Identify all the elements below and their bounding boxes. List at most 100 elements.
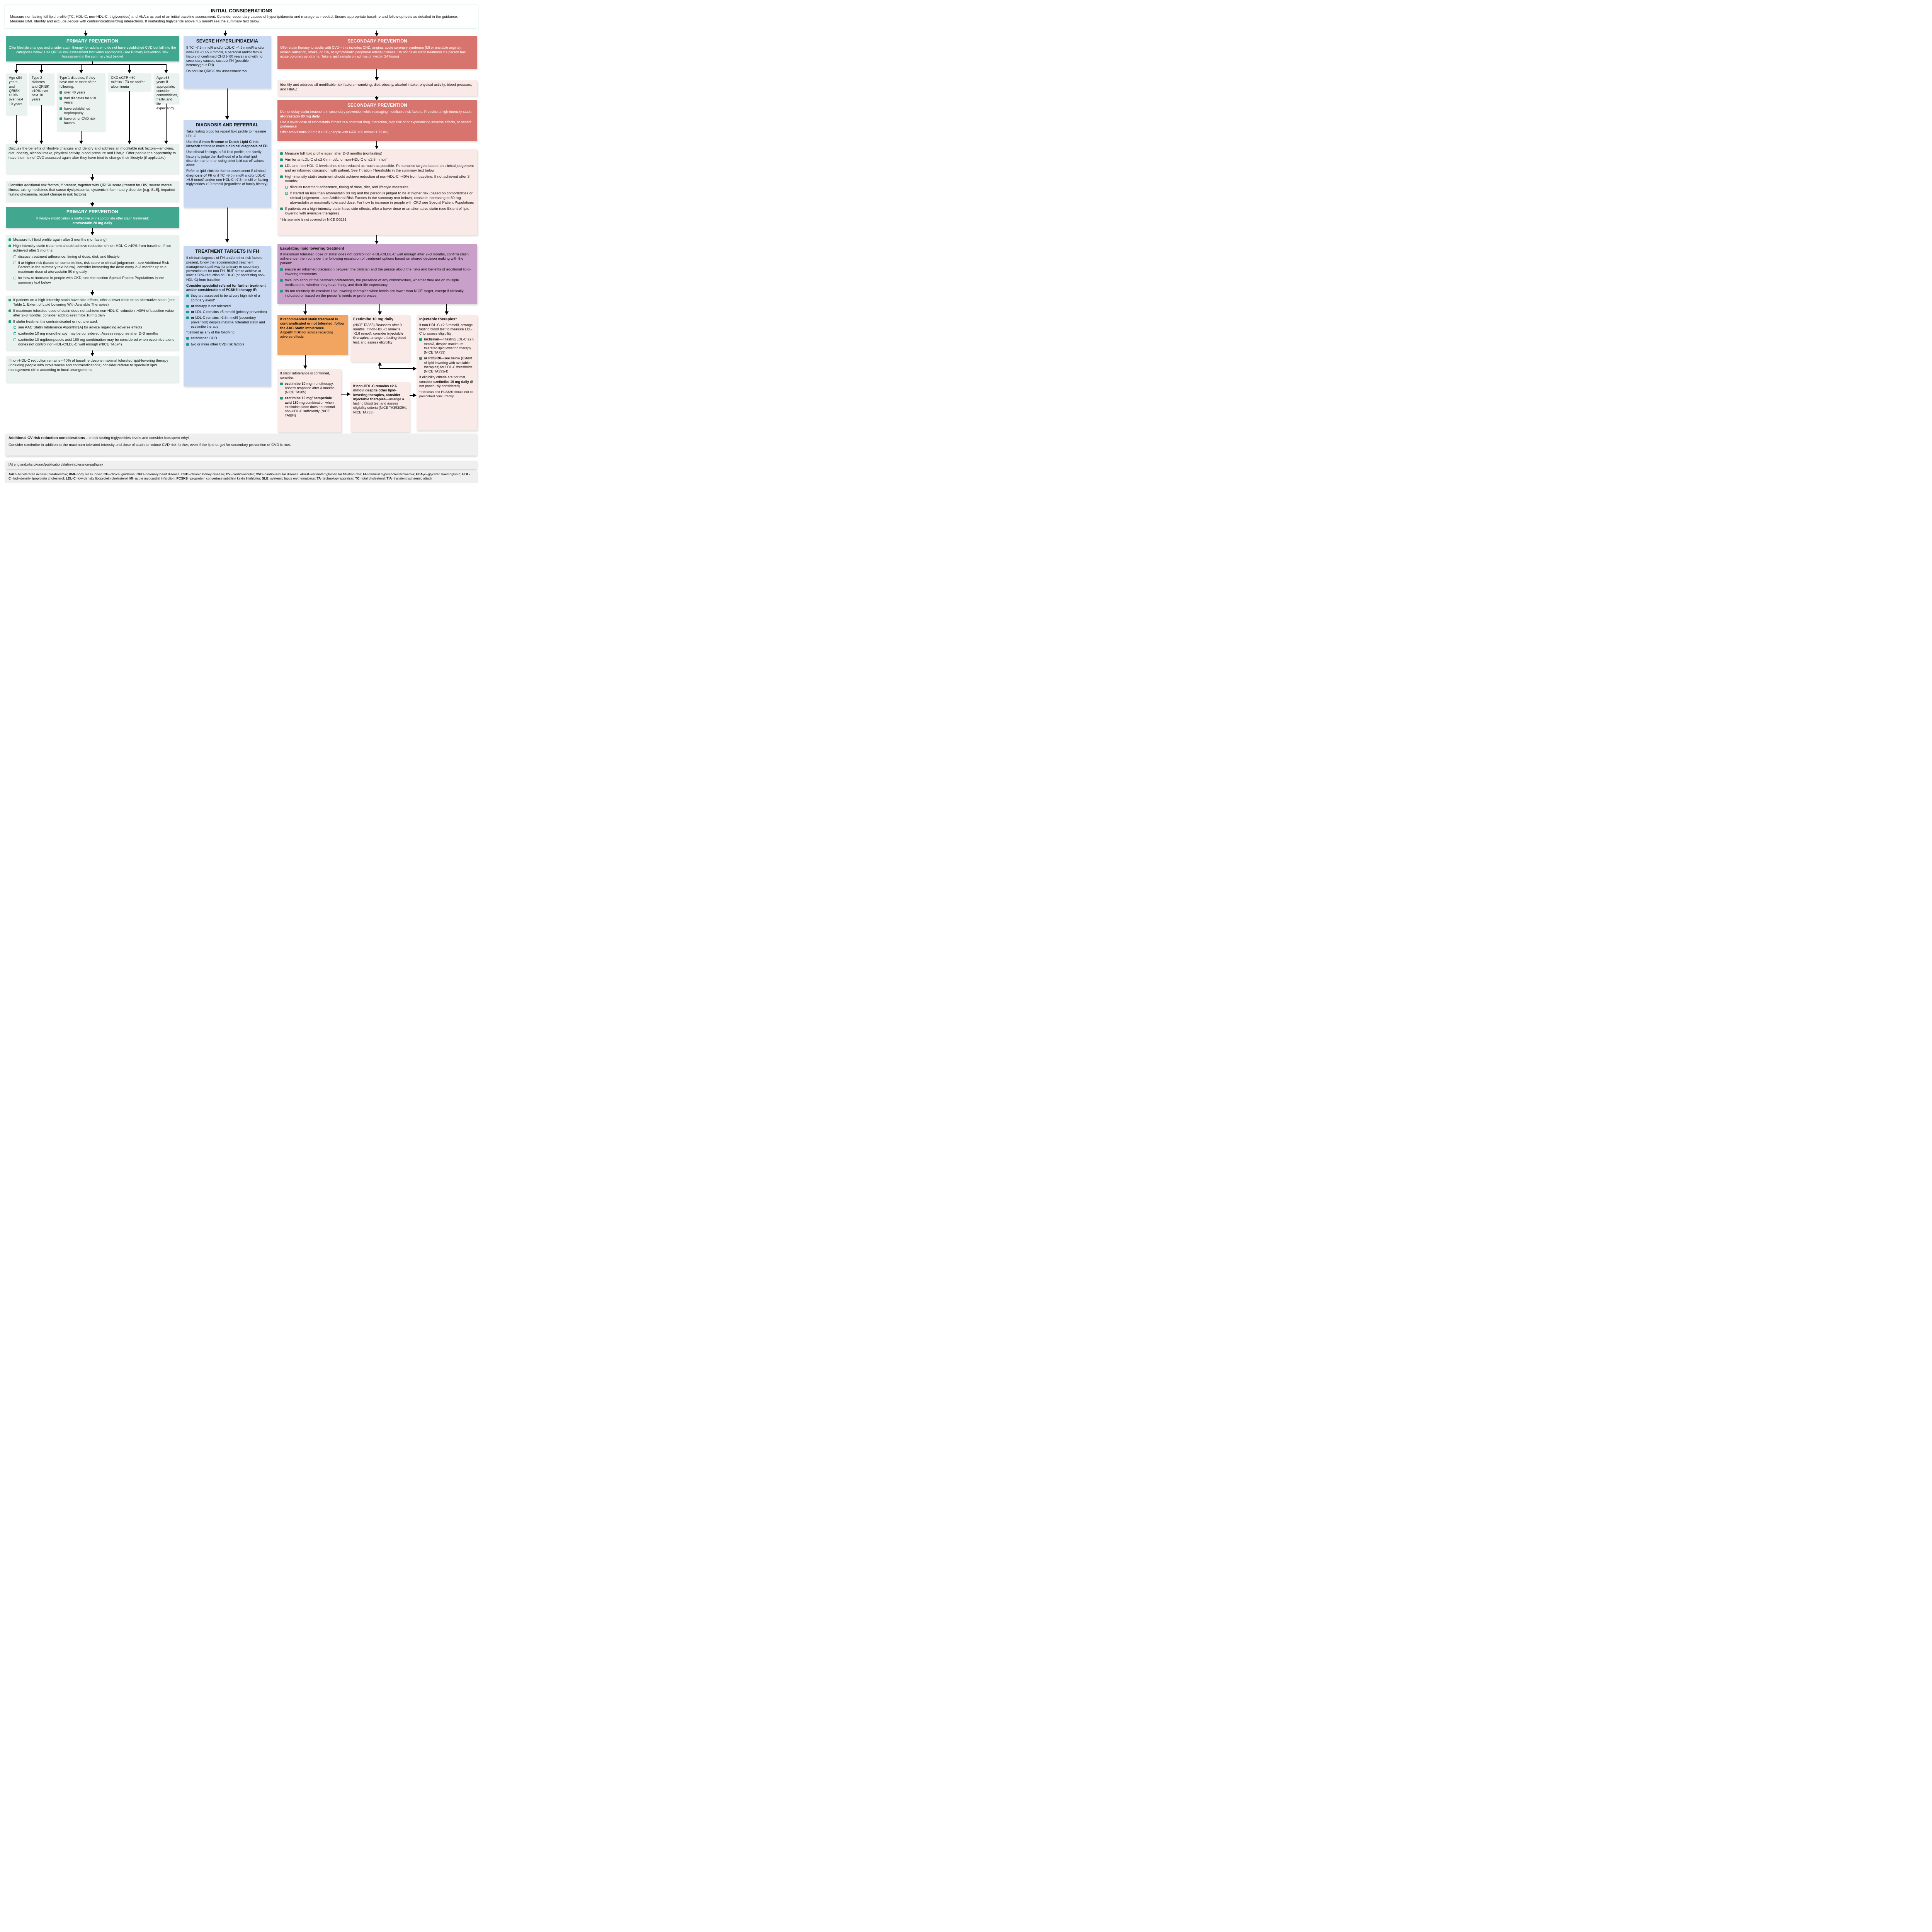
list-item: discuss treatment adherence, timing of d… — [14, 255, 176, 259]
box-text: Consider additional risk factors, if pre… — [9, 183, 175, 197]
list-item: or PCSK9i—see below (Extent of lipid low… — [419, 356, 474, 374]
box-text: If TC >7.5 mmol/l and/or LDL-C >4.9 mmol… — [186, 46, 265, 67]
box-text: Type 1 diabetes, if they have one or mor… — [60, 76, 97, 88]
statin-side-effects-box: If patients on a high-intensity statin h… — [6, 296, 179, 350]
list-item: they are assessed to be at very high ris… — [186, 294, 268, 303]
connector-line — [92, 290, 93, 293]
box-text: If non-HDL-C remains >2.6 mmol/l despite… — [353, 384, 407, 414]
box-text: If statin intolerance is confirmed, cons… — [280, 371, 330, 380]
connector-line — [376, 235, 377, 241]
list-item: Aim for an LDL-C of ≤2.0 mmol/L, or non-… — [280, 158, 474, 162]
arrow-down-icon — [303, 366, 307, 369]
connector-line — [305, 304, 306, 312]
list-item-text: Measure full lipid profile again after 2… — [285, 151, 383, 156]
list-item: over 40 years — [60, 90, 102, 95]
arrow-down-icon — [90, 203, 94, 207]
arrow-down-icon — [79, 141, 83, 144]
connector-line — [92, 228, 93, 233]
connector-line — [305, 355, 306, 366]
list-item-text: discuss treatment adherence, timing of d… — [18, 254, 120, 259]
discuss-lifestyle-box: Discuss the benefits of lifestyle change… — [6, 144, 179, 174]
box-text: Do not use QRISK risk assessment tool — [186, 69, 248, 73]
arrow-down-icon — [84, 33, 88, 36]
box-text: If non-HDL-C reduction remains <40% of b… — [9, 359, 168, 372]
initial-considerations-text: Measure nonfasting full lipid profile (T… — [10, 15, 458, 24]
list-item: for how to increase in people with CKD, … — [14, 276, 176, 285]
list-item-text: ezetimibe 10 mg monotherapy. Assess resp… — [285, 381, 335, 395]
arrow-down-icon — [90, 232, 94, 235]
connector-line — [446, 304, 447, 312]
arrow-down-icon — [375, 146, 379, 149]
arrow-down-icon — [39, 70, 43, 73]
list-item-text: ensure an informed discussion between th… — [285, 267, 471, 276]
treatment-targets-fh-box: TREATMENT TARGETS IN FH If clinical diag… — [184, 246, 271, 386]
bullet-square-icon — [60, 117, 62, 120]
list-item: High-intensity statin treatment should a… — [9, 244, 176, 253]
list-item: discuss treatment adherence, timing of d… — [285, 185, 474, 190]
list-item-text: inclisiran—if fasting LDL-C ≥2.6 mmol/l,… — [424, 337, 474, 354]
bullet-square-icon — [186, 304, 189, 308]
list-item-text: ezetimibe 10 mg monotherapy may be consi… — [18, 332, 158, 336]
list-item: have other CVD risk factors — [60, 117, 102, 126]
reference-text: [A] england.nhs.uk/aac/publication/stati… — [9, 463, 103, 466]
bullet-square-outline-icon — [14, 332, 16, 335]
arrow-down-icon — [375, 241, 379, 244]
box-text: If clinical diagnosis of FH and/or other… — [186, 256, 265, 282]
connector-line — [227, 88, 228, 117]
arrow-down-icon — [14, 141, 18, 144]
pcsk9i-criteria-list: they are assessed to be at very high ris… — [186, 294, 268, 329]
list-item-text: Aim for an LDL-C of ≤2.0 mmol/L, or non-… — [285, 157, 388, 162]
arrow-down-icon — [14, 70, 18, 73]
initial-considerations-box: INITIAL CONSIDERATIONS Measure nonfastin… — [5, 5, 478, 30]
injectable-therapies-box: Injectable therapies* If non-HDL-C >2.6 … — [417, 315, 477, 430]
connector-line — [16, 64, 167, 65]
box-text: Refer to lipid clinic for further assess… — [186, 169, 268, 186]
list-item: If patients on a high-intensity statin h… — [9, 298, 176, 307]
box-text: Use clinical findings, a full lipid prof… — [186, 150, 264, 167]
connector-line — [92, 61, 93, 65]
list-item-text: have other CVD risk factors — [64, 117, 95, 125]
arrow-down-icon — [164, 141, 168, 144]
footer-text: Consider ezetimibe in addition to the ma… — [9, 442, 291, 447]
monitoring-list: Measure full lipid profile again after 2… — [280, 151, 474, 216]
secondary-monitoring-box: Measure full lipid profile again after 2… — [277, 149, 477, 235]
arrow-down-icon — [79, 70, 83, 73]
connector-line — [379, 368, 413, 369]
arrow-down-icon — [164, 70, 168, 73]
list-item: or LDL-C remains >5 mmol/l (primary prev… — [186, 310, 268, 314]
box-title: SEVERE HYPERLIPIDAEMIA — [196, 39, 259, 44]
diagnosis-referral-box: DIAGNOSIS AND REFERRAL Take fasting bloo… — [184, 120, 271, 207]
list-item-text: do not routinely de-escalate lipid-lower… — [285, 289, 464, 298]
connector-line — [92, 202, 93, 204]
connector-line — [81, 131, 82, 141]
box-text: CKD eGFR <60 ml/min/1.73 m² and/or album… — [111, 76, 145, 88]
bullet-square-icon — [280, 158, 283, 161]
box-text: Age ≥85 years If appropriate, consider c… — [156, 76, 178, 110]
list-item: if at higher risk (based on comorbiditie… — [14, 261, 176, 275]
connector-line — [379, 365, 380, 369]
list-item-text: discuss treatment adherence, timing of d… — [290, 185, 408, 190]
secondary-prevention-statin-box: SECONDARY PREVENTION Do not delay statin… — [277, 100, 477, 141]
bullet-square-icon — [9, 309, 11, 312]
connector-line — [227, 207, 228, 240]
page-title: INITIAL CONSIDERATIONS — [211, 8, 272, 14]
list-item-text: High-intensity statin treatment should a… — [13, 243, 171, 253]
bullet-square-icon — [60, 107, 62, 110]
reference-link-bar: [A] england.nhs.uk/aac/publication/stati… — [6, 461, 477, 469]
list-item-text: or LDL-C remains >5 mmol/l (primary prev… — [191, 310, 267, 314]
modifiable-risk-factors-box: Identify and address all modifiable risk… — [277, 80, 477, 96]
primary-prevention-statin-box: PRIMARY PREVENTION If lifestyle modifica… — [6, 207, 179, 228]
box-text: If recommended statin treatment is contr… — [280, 317, 345, 338]
arrow-down-icon — [39, 141, 43, 144]
list-item: or therapy is not tolerated — [186, 304, 268, 308]
list-item: LDL and non-HDL-C levels should be reduc… — [280, 164, 474, 173]
box-text: Offer atorvastatin 20 mg if CKD (people … — [280, 130, 389, 134]
arrow-right-icon — [347, 392, 350, 396]
criteria-ckd-box: CKD eGFR <60 ml/min/1.73 m² and/or album… — [108, 73, 151, 91]
list-item: have established nephropathy — [60, 107, 102, 116]
list-item-text: they are assessed to be at very high ris… — [191, 294, 260, 302]
connector-line — [166, 104, 167, 141]
bullet-square-icon — [280, 268, 283, 271]
box-title: SECONDARY PREVENTION — [347, 103, 407, 108]
